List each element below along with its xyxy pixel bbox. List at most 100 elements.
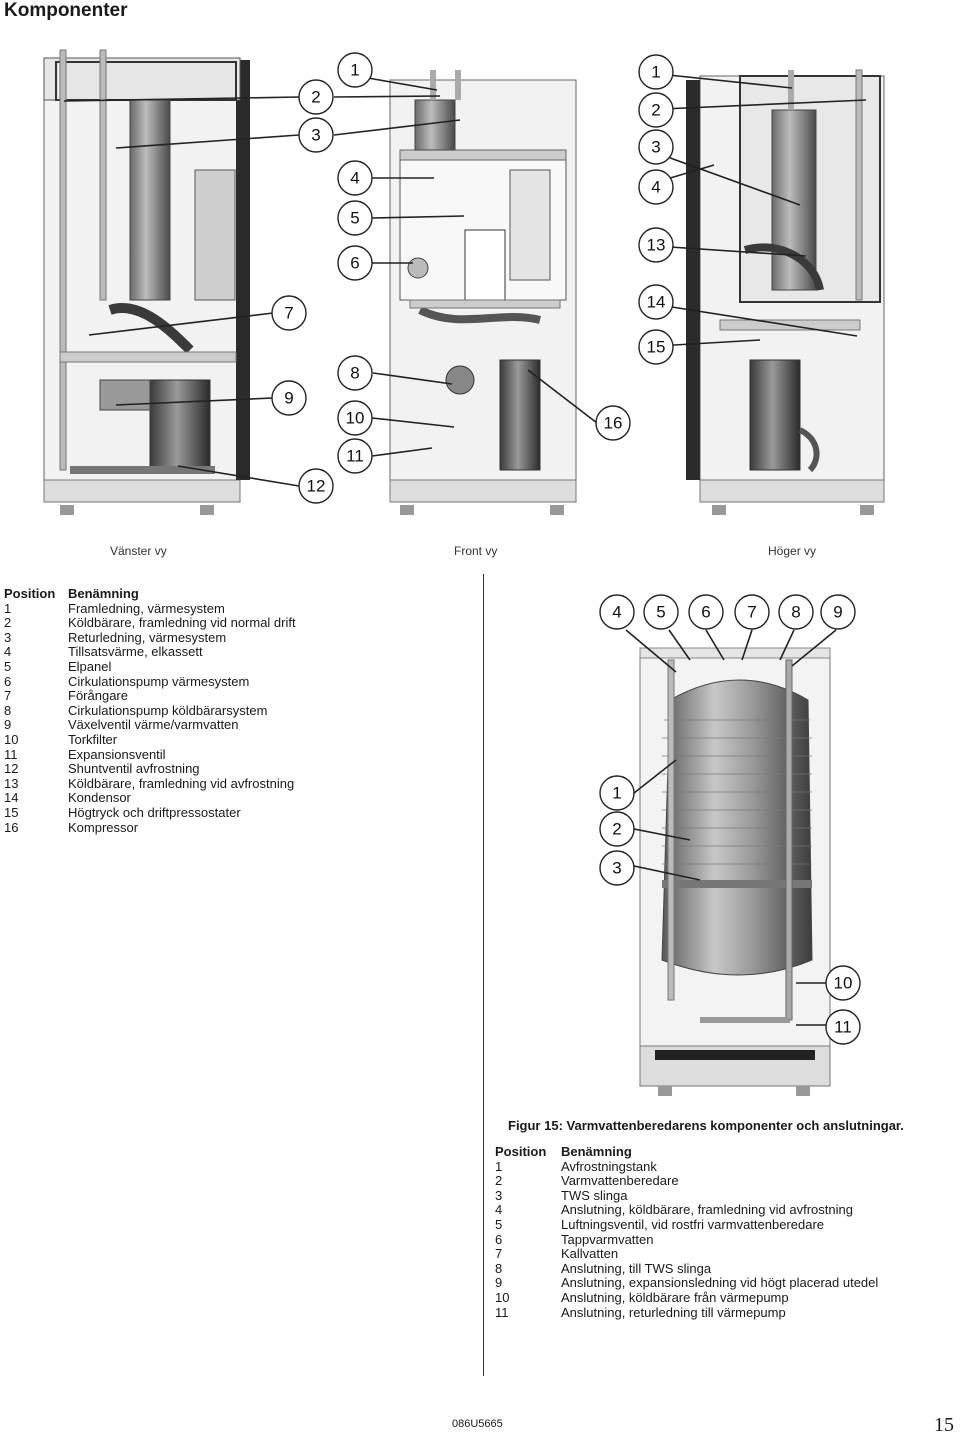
callout-12: 12 [298,468,334,504]
callout-t4: 4 [599,594,635,630]
legend-name: Elpanel [68,658,112,674]
legend-name: Shuntventil avfrostning [68,761,200,777]
svg-text:9: 9 [833,603,842,622]
svg-text:3: 3 [612,859,621,878]
legend-name: Torkfilter [68,731,118,747]
legend-position: 13 [4,775,19,791]
legend-name: Växelventil värme/varmvatten [68,717,239,733]
legend-header-name: Benämning [561,1144,632,1159]
legend-position: 8 [495,1260,503,1276]
callout-r4: 4 [638,169,674,205]
callout-r14: 14 [638,284,674,320]
svg-text:11: 11 [346,447,364,466]
legend-position: 3 [495,1187,503,1203]
callout-t7: 7 [734,594,770,630]
legend-row: 8 Anslutning, till TWS slinga [495,1260,878,1277]
callout-3: 3 [298,117,334,153]
svg-text:14: 14 [647,293,666,312]
legend-name: Framledning, värmesystem [68,600,225,616]
legend-position: 7 [495,1246,503,1262]
callouts-heater: 4 5 6 7 8 9 1 2 3 10 11 [599,594,861,1045]
water-heater-drawing [639,647,831,1096]
document-code: 086U5665 [452,1418,503,1430]
legend-position: 9 [4,717,12,733]
legend-position: 3 [4,629,12,645]
legend-name: Expansionsventil [68,746,166,762]
callout-r15: 15 [638,329,674,365]
legend-header: Position Benämning [495,1144,878,1160]
svg-text:2: 2 [311,88,320,107]
callout-10: 10 [337,400,373,436]
legend-name: Luftningsventil, vid rostfri varmvattenb… [561,1216,825,1232]
legend-position: 5 [495,1216,503,1232]
legend-position: 14 [4,790,19,806]
callout-r1: 1 [638,54,674,90]
svg-text:13: 13 [647,236,666,255]
callout-5: 5 [337,200,373,236]
legend-name: Cirkulationspump värmesystem [68,673,250,689]
legend-name: Cirkulationspump köldbärarsystem [68,702,268,718]
legend-name: Anslutning, returledning till värmepump [561,1304,786,1320]
svg-text:1: 1 [651,63,660,82]
svg-text:9: 9 [284,389,293,408]
page-number: 15 [934,1414,954,1436]
legend-position: 12 [4,761,19,777]
callout-7: 7 [271,295,307,331]
legend-name: Tillsatsvärme, elkassett [68,644,203,660]
svg-text:10: 10 [346,409,365,428]
legend-name: Varmvattenberedare [561,1173,679,1189]
legend-header-name: Benämning [68,586,139,601]
callout-4: 4 [337,160,373,196]
legend-name: Tappvarmvatten [561,1231,654,1247]
legend-position: 6 [495,1231,503,1247]
svg-text:15: 15 [647,338,666,357]
legend-name: Anslutning, till TWS slinga [561,1260,712,1276]
svg-text:4: 4 [651,178,660,197]
svg-text:12: 12 [307,477,326,496]
callout-t10: 10 [825,965,861,1001]
callout-1: 1 [337,52,373,88]
legend-name: Högtryck och driftpressostater [68,804,241,820]
svg-text:7: 7 [747,603,756,622]
legend-name: Kompressor [68,819,139,835]
svg-text:3: 3 [311,126,320,145]
legend-position: 2 [495,1173,503,1189]
svg-text:7: 7 [284,304,293,323]
svg-text:4: 4 [350,169,359,188]
callout-t3: 3 [599,850,635,886]
callout-r13: 13 [638,227,674,263]
legend-name: Köldbärare, framledning vid avfrostning [68,775,295,791]
left-view-drawing [43,49,250,515]
legend-name: Anslutning, expansionsledning vid högt p… [561,1275,879,1291]
legend-name: Köldbärare, framledning vid normal drift [68,615,296,631]
legend-row: 5 Luftningsventil, vid rostfri varmvatten… [495,1216,878,1233]
svg-text:11: 11 [834,1018,852,1037]
legend-name: Anslutning, köldbärare, framledning vid … [561,1202,853,1218]
svg-text:2: 2 [612,820,621,839]
svg-text:5: 5 [350,209,359,228]
callout-t6: 6 [688,594,724,630]
legend-header-position: Position [4,586,56,601]
right-view-drawing [686,69,885,515]
legend-row: 9 Växelventil värme/varmvatten [4,718,296,733]
legend-position: 1 [495,1158,503,1174]
svg-text:3: 3 [651,138,660,157]
legend-position: 4 [4,644,12,660]
callout-r3: 3 [638,129,674,165]
legend-position: 4 [495,1202,503,1218]
